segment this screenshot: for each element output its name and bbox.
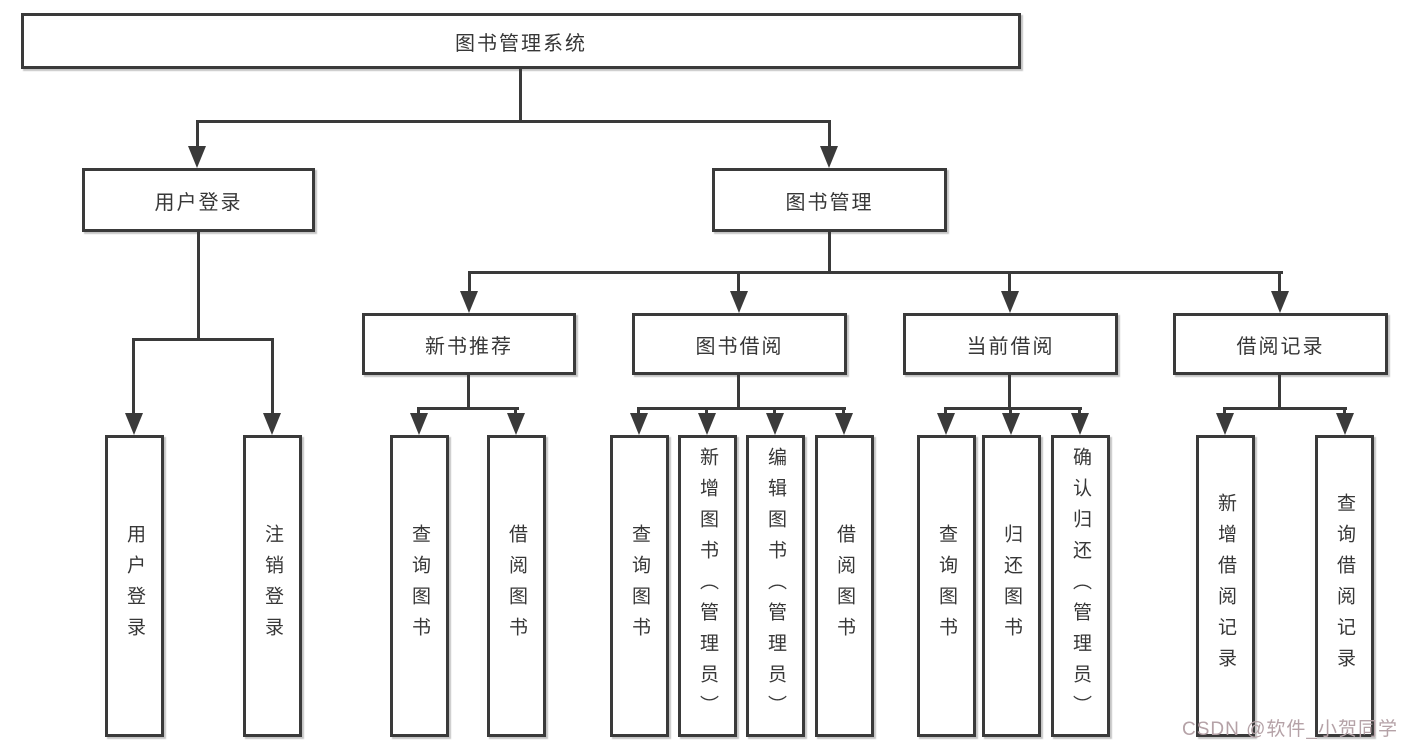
connector-line bbox=[828, 120, 831, 148]
leaf-confirm-return-admin: 确认归还（管理员） bbox=[1051, 435, 1110, 737]
connector-line bbox=[133, 338, 274, 341]
arrowhead-down-icon bbox=[1001, 291, 1019, 313]
leaf-borrow-books: 借阅图书 bbox=[815, 435, 874, 737]
arrowhead-down-icon bbox=[125, 413, 143, 435]
connector-line bbox=[944, 407, 947, 417]
leaf-return-books: 归还图书 bbox=[982, 435, 1041, 737]
leaf-query-borrow-record: 查询借阅记录 bbox=[1315, 435, 1374, 737]
node-label: 用户登录 bbox=[124, 524, 145, 648]
connector-line bbox=[1008, 375, 1011, 410]
arrowhead-down-icon bbox=[263, 413, 281, 435]
node-book-borrowing: 图书借阅 bbox=[632, 313, 847, 375]
node-label: 当前借阅 bbox=[966, 335, 1055, 358]
node-label: 图书管理 bbox=[785, 191, 874, 214]
connector-line bbox=[773, 407, 776, 417]
node-borrowing-records: 借阅记录 bbox=[1173, 313, 1388, 375]
connector-line bbox=[1008, 271, 1011, 293]
node-label: 查询借阅记录 bbox=[1334, 493, 1355, 679]
connector-line bbox=[468, 271, 1283, 274]
arrowhead-down-icon bbox=[766, 413, 784, 435]
connector-line bbox=[1223, 407, 1226, 417]
leaf-borrow-books-recommend: 借阅图书 bbox=[487, 435, 546, 737]
node-label: 归还图书 bbox=[1001, 524, 1022, 648]
arrowhead-down-icon bbox=[1216, 413, 1234, 435]
csdn-watermark: CSDN @软件_小贺同学 bbox=[1182, 719, 1398, 740]
node-label: 新书推荐 bbox=[425, 335, 513, 358]
connector-line bbox=[196, 120, 831, 123]
node-label: 借阅图书 bbox=[506, 524, 527, 648]
connector-line bbox=[842, 407, 845, 417]
connector-line bbox=[828, 232, 831, 274]
connector-line bbox=[468, 271, 471, 293]
node-library-management-system: 图书管理系统 bbox=[21, 13, 1021, 69]
leaf-logout: 注销登录 bbox=[243, 435, 302, 737]
arrowhead-down-icon bbox=[410, 413, 428, 435]
connector-line bbox=[1278, 375, 1281, 410]
node-label: 借阅图书 bbox=[834, 524, 855, 648]
arrowhead-down-icon bbox=[188, 146, 206, 168]
connector-line bbox=[705, 407, 708, 417]
connector-line bbox=[637, 407, 640, 417]
node-label: 确认归还（管理员） bbox=[1070, 446, 1091, 726]
node-label: 图书管理系统 bbox=[455, 32, 587, 55]
connector-line bbox=[1009, 407, 1012, 417]
connector-line bbox=[514, 407, 517, 417]
node-label: 查询图书 bbox=[629, 524, 650, 648]
connector-line bbox=[737, 375, 740, 410]
leaf-query-books-borrowing: 查询图书 bbox=[610, 435, 669, 737]
node-label: 用户登录 bbox=[154, 191, 243, 214]
node-label: 查询图书 bbox=[936, 524, 957, 648]
connector-line bbox=[417, 407, 420, 417]
arrowhead-down-icon bbox=[835, 413, 853, 435]
connector-line bbox=[196, 120, 199, 148]
connector-line bbox=[1078, 407, 1081, 417]
arrowhead-down-icon bbox=[730, 291, 748, 313]
node-label: 编辑图书（管理员） bbox=[765, 446, 786, 726]
connector-line bbox=[467, 375, 470, 410]
leaf-add-borrow-record: 新增借阅记录 bbox=[1196, 435, 1255, 737]
node-book-management: 图书管理 bbox=[712, 168, 947, 232]
node-label: 借阅记录 bbox=[1236, 335, 1325, 358]
node-user-login: 用户登录 bbox=[82, 168, 315, 232]
node-current-borrowing: 当前借阅 bbox=[903, 313, 1118, 375]
connector-line bbox=[271, 338, 274, 416]
node-label: 查询图书 bbox=[409, 524, 430, 648]
connector-line bbox=[1223, 407, 1347, 410]
node-label: 图书借阅 bbox=[695, 335, 784, 358]
arrowhead-down-icon bbox=[1271, 291, 1289, 313]
connector-line bbox=[944, 407, 1082, 410]
arrowhead-down-icon bbox=[1336, 413, 1354, 435]
connector-line bbox=[737, 271, 740, 293]
arrowhead-down-icon bbox=[937, 413, 955, 435]
node-new-book-recommend: 新书推荐 bbox=[362, 313, 576, 375]
node-label: 新增借阅记录 bbox=[1215, 493, 1236, 679]
connector-line bbox=[1278, 271, 1281, 293]
arrowhead-down-icon bbox=[630, 413, 648, 435]
leaf-edit-books-admin: 编辑图书（管理员） bbox=[746, 435, 805, 737]
connector-line bbox=[1343, 407, 1346, 417]
arrowhead-down-icon bbox=[698, 413, 716, 435]
connector-line bbox=[132, 338, 135, 416]
arrowhead-down-icon bbox=[507, 413, 525, 435]
arrowhead-down-icon bbox=[820, 146, 838, 168]
leaf-user-login: 用户登录 bbox=[105, 435, 164, 737]
node-label: 注销登录 bbox=[262, 524, 283, 648]
node-label: 新增图书（管理员） bbox=[697, 446, 718, 726]
arrowhead-down-icon bbox=[460, 291, 478, 313]
connector-line bbox=[197, 232, 200, 338]
arrowhead-down-icon bbox=[1002, 413, 1020, 435]
connector-line bbox=[418, 407, 519, 410]
leaf-query-books-current: 查询图书 bbox=[917, 435, 976, 737]
leaf-add-books-admin: 新增图书（管理员） bbox=[678, 435, 737, 737]
connector-line bbox=[637, 407, 846, 410]
leaf-query-books-recommend: 查询图书 bbox=[390, 435, 449, 737]
connector-line bbox=[519, 68, 522, 120]
arrowhead-down-icon bbox=[1071, 413, 1089, 435]
